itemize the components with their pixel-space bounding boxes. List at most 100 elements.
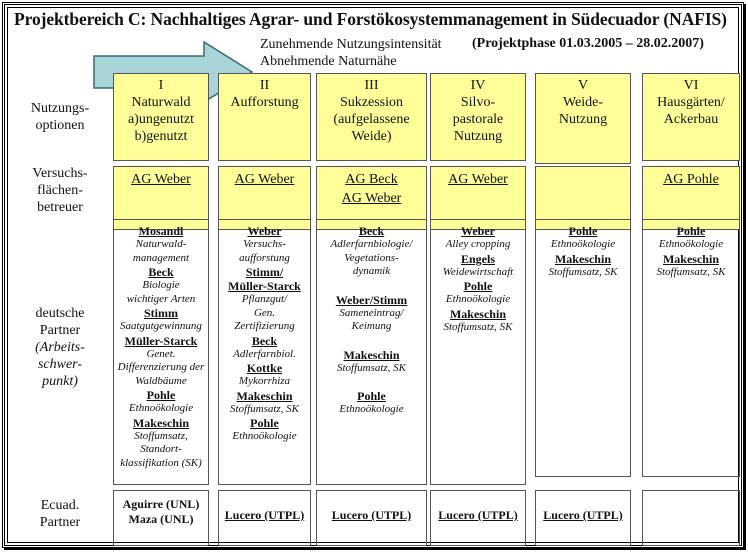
page-frame <box>2 2 744 548</box>
partner-name: Pohle <box>568 224 598 238</box>
partner-focus: Adlerfarnbiologie/ Vegetations- dynamik <box>330 238 413 277</box>
partner-focus: Biologie wichtiger Arten <box>126 279 196 305</box>
partner-focus: Stoffumsatz, Standort- klassifikation (S… <box>120 429 202 469</box>
site-supervisor: AG Weber <box>234 172 295 187</box>
subtitle-intensity: Zunehmende Nutzungsintensität <box>260 37 442 52</box>
partner-name: Beck <box>251 333 278 348</box>
site-supervisor: AG Beck <box>345 172 398 187</box>
ecuad-box-4: Lucero (UTPL) <box>430 490 526 546</box>
partner-focus: Ethnoökologie <box>550 238 616 250</box>
partner-name: Makeschin <box>554 251 611 266</box>
partner-focus: Ethnoökologie <box>128 402 194 414</box>
site-supervisor: AG Weber <box>131 172 191 187</box>
option-line: (aufgelassene <box>333 112 410 127</box>
row-label-line: optionen <box>35 118 85 133</box>
partner-name: Pohle <box>250 416 279 430</box>
row-label-line: deutsche <box>35 306 85 321</box>
ecuad-box-2: Lucero (UTPL) <box>218 490 311 546</box>
site-supervisor: AG Pohle <box>663 172 719 187</box>
partner-focus: Weidewirtschaft <box>442 265 514 278</box>
partner-focus: Sameneintrag/ Keimung <box>339 306 404 333</box>
option-line: IV <box>470 78 486 93</box>
option-line: Nutzung <box>558 112 608 127</box>
partner-focus: Stoffumsatz, SK <box>443 320 513 333</box>
partner-name: Kottke <box>246 361 283 375</box>
partner-focus: Ethnoökologie <box>339 403 404 415</box>
option-line: Sukzession <box>340 95 403 110</box>
row-label-line: Ecuad. <box>40 498 80 513</box>
option-line: a)ungenutzt <box>127 112 195 127</box>
row-label-ecuadorian-partners: Ecuad. Partner <box>10 497 110 531</box>
partner-focus: Stoffumsatz, SK <box>656 265 726 278</box>
option-line: Weide- <box>562 95 604 110</box>
row-label-line: punkt) <box>42 374 78 389</box>
partner-name: Pohle <box>357 389 386 403</box>
row-label-sites: Versuchs-flächen-betreuer <box>10 165 110 216</box>
row-label-line: Partner <box>39 515 81 530</box>
partner-name: Engels <box>460 251 495 266</box>
option-line: Naturwald <box>131 95 191 110</box>
partner-focus: Ethnoökologie <box>232 430 297 442</box>
ecuad-partner: Lucero (UTPL) <box>438 508 518 522</box>
partner-name: Pohle <box>146 388 176 402</box>
partner-name: Müller-Starck <box>124 333 198 348</box>
partner-focus: Versuchs- aufforstung <box>239 238 290 264</box>
row-label-line: (Arbeits- <box>35 340 85 355</box>
partner-focus: Alley cropping <box>445 238 511 250</box>
partner-focus: Saatgutgewinnung <box>120 320 202 332</box>
ecuad-box-6 <box>642 490 740 546</box>
option-line: III <box>364 78 379 93</box>
partner-name: Makeschin <box>662 251 719 266</box>
partner-name: Makeschin <box>343 347 400 362</box>
ecuad-partner: Aguirre (UNL) <box>122 497 200 511</box>
ecuad-box-5: Lucero (UTPL) <box>535 490 631 546</box>
partner-focus: Stoffumsatz, SK <box>336 361 407 374</box>
ecuad-partner: Lucero (UTPL) <box>331 508 412 522</box>
partner-name: Stimm <box>144 306 178 320</box>
partner-focus: Ethnoökologie <box>658 238 724 250</box>
partner-focus: Pflanzgut/ Gen. Zertifizierung <box>234 293 295 332</box>
site-supervisor: AG Weber <box>448 172 508 187</box>
partner-name: Makeschin <box>236 388 293 403</box>
ecuad-box-1: Aguirre (UNL)Maza (UNL) <box>113 490 209 546</box>
option-line: II <box>259 78 270 93</box>
page-title: Projektbereich C: Nachhaltiges Agrar- un… <box>14 9 727 29</box>
partner-name: Makeschin <box>449 306 506 321</box>
row-label-line: schwer- <box>37 357 83 372</box>
partner-focus: Naturwald- management <box>132 238 190 264</box>
row-label-options: Nutzungs-optionen <box>10 100 110 134</box>
site-supervisor: AG Weber <box>341 191 402 206</box>
subtitle-naturalness: Abnehmende Naturnähe <box>260 54 397 69</box>
partner-focus: Adlerfarnbiol. <box>233 347 296 360</box>
option-line: b)genutzt <box>134 129 188 144</box>
option-line: Nutzung <box>453 129 503 144</box>
